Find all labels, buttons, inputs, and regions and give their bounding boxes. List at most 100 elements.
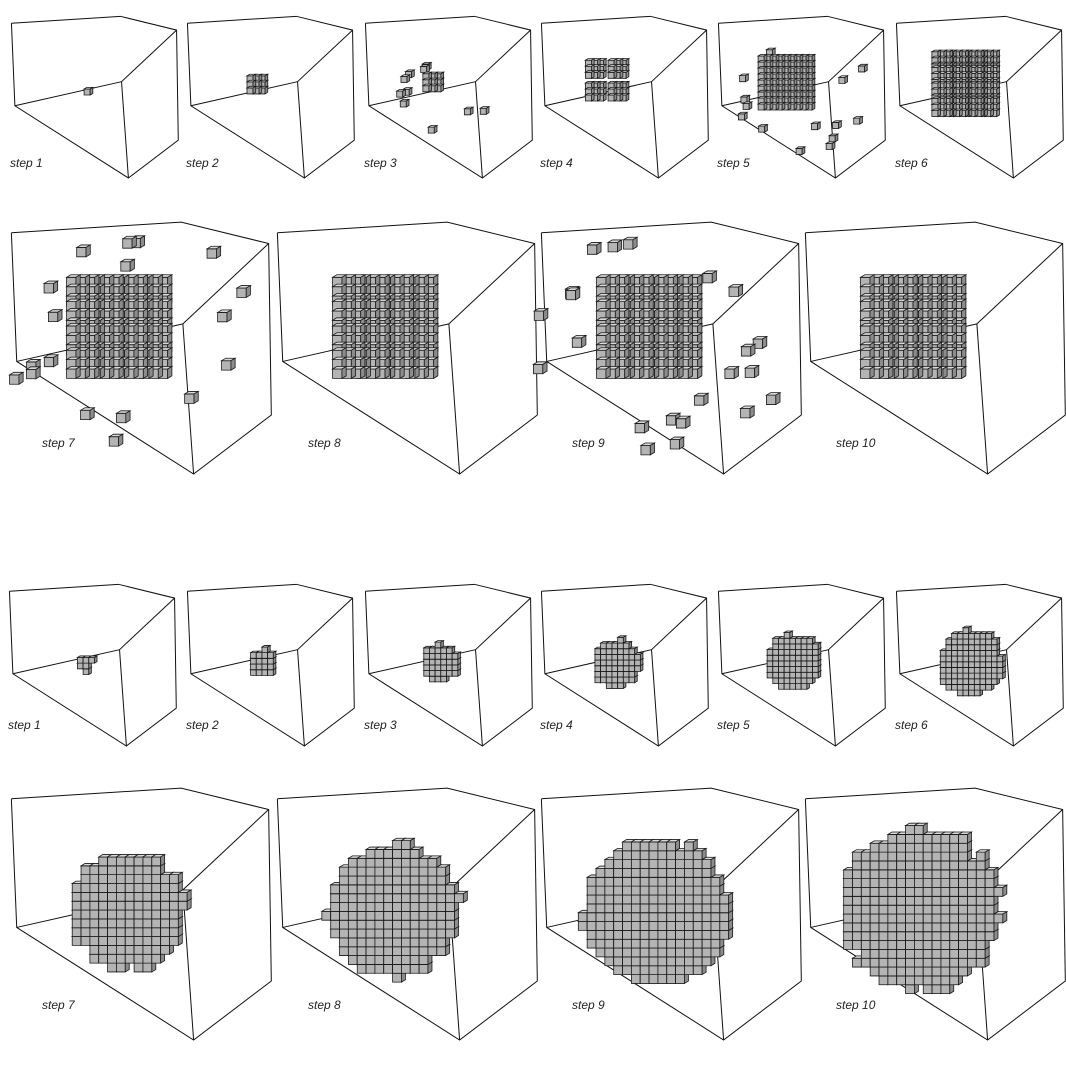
voxel-face [667, 975, 676, 984]
voxel-face [778, 655, 784, 661]
bounding-box-edge [122, 82, 129, 178]
voxel-face [943, 366, 947, 378]
voxel-face [428, 911, 437, 920]
voxel-face [464, 109, 470, 115]
voxel-face [835, 134, 838, 142]
voxel-face [81, 919, 90, 928]
voxel-face [108, 945, 117, 954]
voxel-face [807, 655, 813, 661]
voxel-face [90, 954, 99, 963]
voxel-face [152, 892, 161, 901]
voxel-face [741, 347, 750, 356]
voxel-face [108, 857, 117, 866]
voxel-face [119, 366, 123, 378]
voxel-face [143, 937, 152, 946]
voxel-face [108, 928, 117, 937]
voxel-face [596, 922, 605, 931]
voxel-face [963, 650, 969, 656]
voxel-face [796, 678, 802, 684]
voxel-face [606, 677, 612, 683]
voxel-face [986, 662, 992, 668]
voxel-face [790, 644, 796, 650]
voxel-face [595, 649, 601, 655]
voxel-face [36, 367, 40, 379]
voxel-face [963, 684, 969, 690]
voxel-face [116, 937, 125, 946]
voxel-face [108, 866, 117, 875]
voxel-face [375, 876, 384, 885]
voxel-face [268, 645, 271, 652]
voxel-face [606, 660, 612, 666]
voxel-face [601, 677, 607, 683]
voxel-face [134, 875, 143, 884]
voxel-face [974, 673, 980, 679]
voxel-face [428, 858, 437, 867]
voxel-face [676, 948, 685, 957]
voxel-face [802, 147, 805, 155]
voxel-face [185, 394, 194, 403]
voxel-face [100, 366, 104, 378]
voxel-face [740, 76, 746, 82]
voxel-face [152, 857, 161, 866]
voxel-face [446, 865, 450, 876]
voxel-face [393, 956, 402, 965]
voxel-face [946, 645, 952, 651]
voxel-face [623, 671, 629, 677]
bounding-box-edge [191, 82, 298, 106]
voxel-face [410, 903, 419, 912]
voxel-face [384, 938, 393, 947]
voxel-face [980, 667, 986, 673]
voxel-face [340, 947, 349, 956]
voxel-face [161, 928, 170, 937]
voxel-face [640, 948, 649, 957]
voxel-face [437, 903, 446, 912]
voxel-face [794, 102, 797, 110]
voxel-face [764, 102, 767, 110]
voxel-face [640, 922, 649, 931]
voxel-face [424, 659, 430, 665]
voxel-face [693, 904, 702, 913]
voxel-face [446, 654, 452, 660]
voxel-face [419, 885, 428, 894]
voxel-face [125, 937, 134, 946]
voxel-face [58, 310, 62, 322]
voxel-face [393, 894, 402, 903]
voxel-face [614, 966, 623, 975]
voxel-face [667, 913, 676, 922]
voxel-face [969, 656, 975, 662]
voxel-face [631, 948, 640, 957]
voxel-face [974, 639, 980, 645]
voxel-face [437, 885, 446, 894]
voxel-face [152, 901, 161, 910]
voxel-face [919, 366, 923, 378]
voxel-face [684, 930, 693, 939]
voxel-face [401, 903, 410, 912]
voxel-face [778, 672, 784, 678]
voxel-face [428, 920, 437, 929]
voxel-face [702, 939, 711, 948]
voxel-face [640, 957, 649, 966]
voxel-face [606, 649, 612, 655]
voxel-face [966, 109, 969, 117]
voxel-face [796, 655, 802, 661]
voxel-face [957, 684, 963, 690]
voxel-face [169, 928, 178, 937]
voxel-face [126, 411, 130, 423]
voxel-face [969, 650, 975, 656]
voxel-face [904, 366, 908, 378]
bounding-box-edge [713, 244, 799, 324]
voxel-face [702, 957, 711, 966]
voxel-face [384, 903, 393, 912]
voxel-face [401, 964, 410, 973]
voxel-face [393, 849, 402, 858]
voxel-face [410, 911, 419, 920]
voxel-face [596, 948, 605, 957]
voxel-face [158, 366, 162, 378]
voxel-face [458, 652, 461, 659]
voxel-face [997, 673, 1003, 679]
bounding-box-edge [183, 810, 269, 890]
voxel-face [801, 672, 807, 678]
voxel-face [601, 643, 607, 649]
voxel-face [667, 930, 676, 939]
voxel-face [969, 690, 975, 696]
